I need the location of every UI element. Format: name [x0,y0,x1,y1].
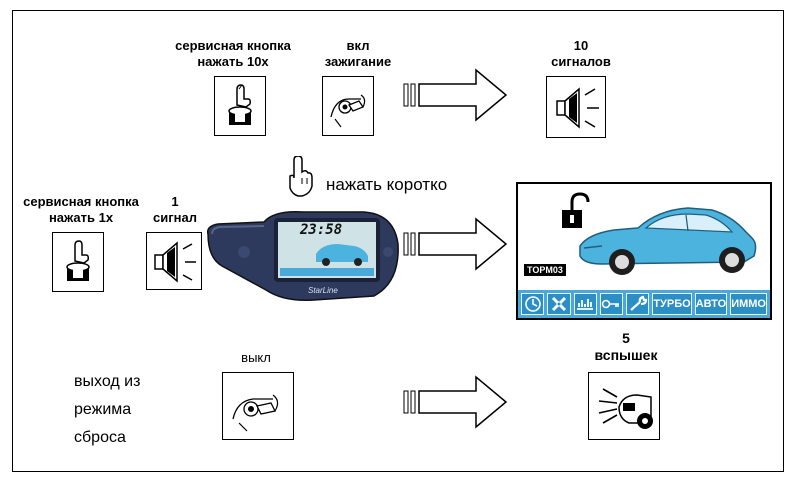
arrow-row1 [402,68,510,122]
immo-icon: ИММО [730,293,767,315]
label-5-flashes: 5 вспышек [594,330,658,363]
service-button-press-icon [66,240,90,281]
label-service-1x: сервисная кнопка нажать 1х [23,194,139,225]
remote-lcd-time: 23:58 [300,222,343,238]
ignition-key-icon [232,394,279,432]
fan-icon [547,293,571,315]
lcd-model-tag: TOPM03 [524,264,566,276]
siren-icon [154,241,196,283]
turbo-icon: ТУРБО [652,293,692,315]
label-exit-reset: выход из режима сброса [74,373,141,446]
headlights-flash-box [588,372,660,440]
label-ignition-on: вкл зажигание [324,38,392,69]
label-ignition-off: выкл [241,350,271,365]
ignition-key-icon [330,94,366,128]
auto-icon: АВТО [694,293,728,315]
service-button-box [214,76,266,136]
diagram-frame [12,10,784,472]
label-service-10x: сервисная кнопка нажать 10х [175,38,291,69]
arrow-row3 [402,375,510,429]
label-press-short: нажать коротко [326,175,448,194]
siren-icon [556,87,599,129]
service-button-press-icon [228,84,252,125]
clock-icon [521,293,545,315]
wrench-icon [626,293,650,315]
car-with-unlocked-lock [562,192,757,275]
siren-10-box [546,76,606,138]
arrow-row2 [402,217,510,271]
ignition-off-box [222,372,294,440]
starline-remote: 23:58 StarLine [204,204,404,304]
ignition-on-box [322,76,374,136]
lcd-icon-bar: ТУРБО АВТО ИММО [518,290,770,318]
remote-brand: StarLine [308,286,338,295]
finger-press-icon [284,155,314,200]
siren-1-box [146,232,202,290]
headlight-flash-icon [598,388,653,429]
label-1-signal: 1 сигнал [153,194,197,225]
lcd-display-zoom: TOPM03 ТУРБО АВТО ИММО [516,182,772,320]
gauge-icon [573,293,597,315]
service-button-1x-box [52,232,104,292]
key-icon [599,293,624,315]
label-10-signals: 10 сигналов [551,38,611,69]
